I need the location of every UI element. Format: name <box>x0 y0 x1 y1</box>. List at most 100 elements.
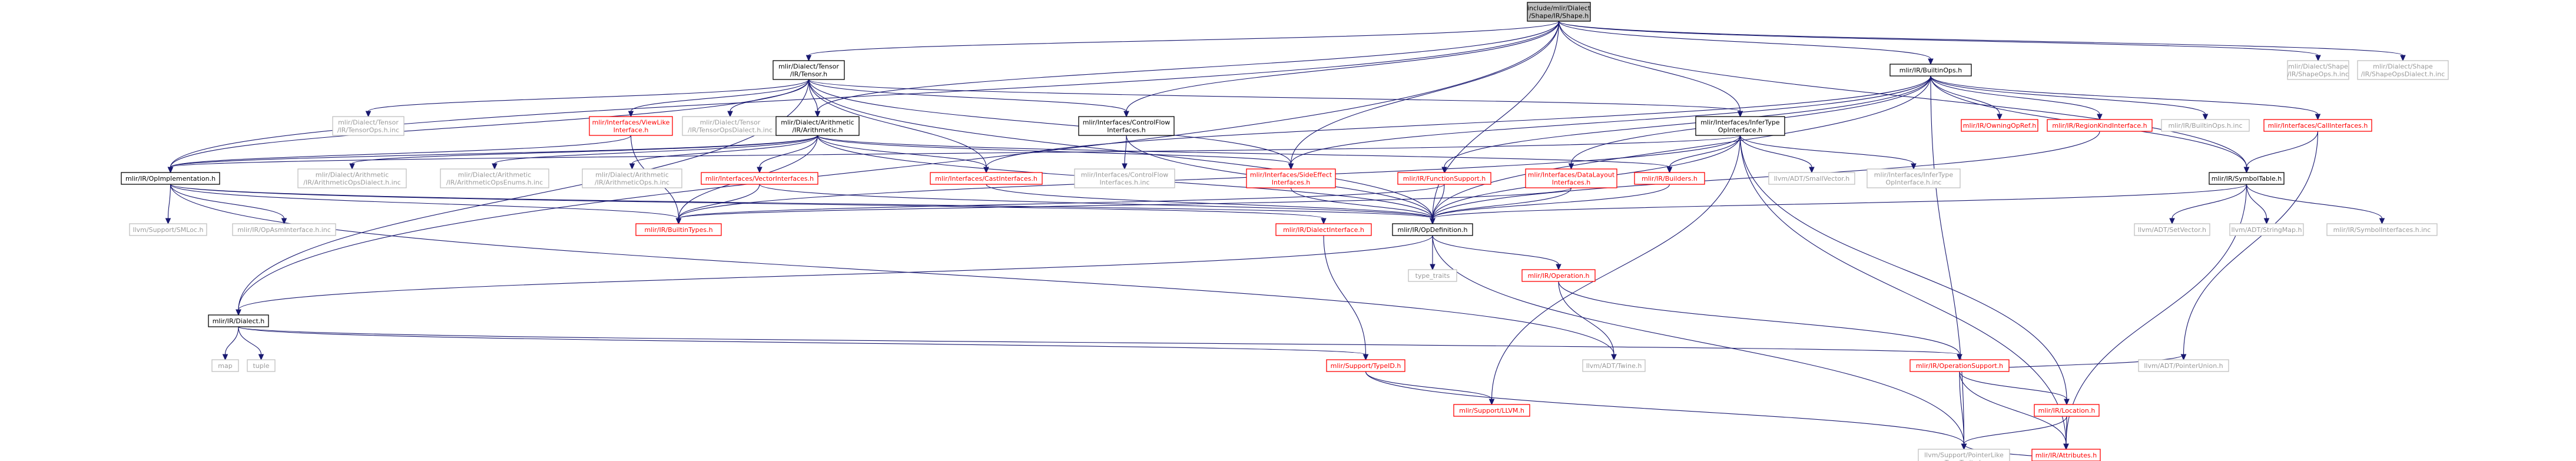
edge-line <box>2246 131 2319 168</box>
node-box <box>1866 168 1961 188</box>
node-attributes[interactable]: mlir/IR/Attributes.h <box>2031 449 2101 461</box>
edge-line <box>170 21 1560 168</box>
node-functionsupport[interactable]: mlir/IR/FunctionSupport.h <box>1397 172 1491 185</box>
edge-line <box>817 135 1670 168</box>
node-label: llvm/ADT/SmallVector.h <box>1774 175 1850 183</box>
node-box <box>930 172 1043 185</box>
node-label: mlir/Dialect/Arithmetic <box>316 171 389 179</box>
edge-line <box>238 326 1367 355</box>
node-tensor[interactable]: mlir/Dialect/Tensor/IR/Tensor.h <box>773 60 845 80</box>
node-tensorops_inc: mlir/Dialect/Tensor/IR/TensorOps.h.inc <box>332 116 405 136</box>
dependency-edges <box>165 21 2406 461</box>
node-label: mlir/IR/Operation.h <box>1528 272 1590 280</box>
edge-line <box>1365 371 1965 445</box>
node-box <box>1527 2 1591 22</box>
edge-shape-to-shapeopsdialect_inc <box>1558 21 2406 62</box>
edge-arrowhead <box>1997 114 2003 121</box>
node-llvm_h[interactable]: mlir/Support/LLVM.h <box>1453 404 1530 417</box>
node-opsupport[interactable]: mlir/IR/OperationSupport.h <box>1909 359 2010 372</box>
node-builtintypes[interactable]: mlir/IR/BuiltinTypes.h <box>635 223 722 236</box>
node-dialect[interactable]: mlir/IR/Dialect.h <box>208 314 269 327</box>
node-arith_ops_inc: mlir/Dialect/Arithmetic/IR/ArithmeticOps… <box>582 168 682 188</box>
edge-line <box>2246 184 2383 219</box>
node-label: mlir/Interfaces/ControlFlow <box>1081 171 1169 179</box>
edge-line <box>1739 135 1914 164</box>
edge-shape-to-dialect <box>236 21 1560 316</box>
node-opdefinition[interactable]: mlir/IR/OpDefinition.h <box>1392 223 1473 236</box>
edge-location-to-pointerlike <box>1961 416 2067 450</box>
edge-line <box>1558 21 2403 56</box>
edge-line <box>1444 75 1931 168</box>
node-owningopref[interactable]: mlir/IR/OwningOpRef.h <box>1961 119 2038 132</box>
edge-arrowhead <box>2063 443 2069 450</box>
node-box <box>589 116 673 136</box>
node-box <box>773 60 845 80</box>
node-box <box>2326 223 2438 236</box>
node-label: mlir/Interfaces/SideEffect <box>1250 171 1332 179</box>
edge-arrowhead <box>1488 399 1495 406</box>
node-label: mlir/IR/BuiltinOps.h <box>1899 67 1962 74</box>
node-builtinops[interactable]: mlir/IR/BuiltinOps.h <box>1889 64 1972 77</box>
node-label: mlir/Interfaces/InferType <box>1874 171 1954 179</box>
edge-builtinops-to-functionsupport <box>1441 75 1931 174</box>
edge-line <box>1365 371 1493 400</box>
node-box <box>129 223 207 236</box>
edge-line <box>170 184 285 219</box>
edge-line <box>986 75 1931 168</box>
node-opimpl[interactable]: mlir/IR/OpImplementation.h <box>121 172 220 185</box>
node-location[interactable]: mlir/IR/Location.h <box>2034 404 2100 417</box>
node-regionkind[interactable]: mlir/IR/RegionKindInterface.h <box>2047 119 2153 132</box>
node-arith_dialect_inc: mlir/Dialect/Arithmetic/IR/ArithmeticOps… <box>297 168 407 188</box>
node-label: mlir/Dialect/Tensor <box>778 63 839 71</box>
edge-arith-to-sideeffect <box>817 135 1294 170</box>
node-box <box>1582 359 1646 372</box>
node-label: Interfaces.h.inc <box>1099 179 1149 187</box>
edge-arrowhead <box>2263 218 2270 225</box>
node-smloc: llvm/Support/SMLoc.h <box>129 223 207 236</box>
node-symboltable[interactable]: mlir/IR/SymbolTable.h <box>2209 172 2285 185</box>
edge-line <box>1739 135 2067 445</box>
edge-arrowhead <box>236 309 241 316</box>
edge-line <box>678 184 1445 219</box>
node-label: mlir/Interfaces/InferType <box>1700 119 1780 127</box>
node-castinterfaces[interactable]: mlir/Interfaces/CastInterfaces.h <box>930 172 1043 185</box>
edge-line <box>2171 184 2247 219</box>
node-label: OpInterface.h <box>1718 127 1762 134</box>
node-vectorinterfaces[interactable]: mlir/Interfaces/VectorInterfaces.h <box>701 172 818 185</box>
edge-line <box>1432 184 1670 219</box>
node-label: map <box>218 362 232 370</box>
edge-line <box>1959 371 1965 445</box>
node-box <box>1768 172 1855 185</box>
node-box <box>1246 168 1336 188</box>
edge-arrowhead <box>258 354 264 361</box>
node-box <box>440 168 549 188</box>
edge-tensor-to-dialect <box>236 79 810 316</box>
edge-operation-to-opsupport <box>1558 281 1962 361</box>
node-dialectinterface[interactable]: mlir/IR/DialectInterface.h <box>1275 223 1372 236</box>
node-arith[interactable]: mlir/Dialect/Arithmetic/IR/Arithmetic.h <box>775 116 860 136</box>
node-label: mlir/IR/Attributes.h <box>2035 452 2097 459</box>
node-callinterfaces[interactable]: mlir/Interfaces/CallInterfaces.h <box>2263 119 2372 132</box>
node-operation[interactable]: mlir/IR/Operation.h <box>1521 269 1596 282</box>
node-label: OpInterface.h.inc <box>1886 179 1942 187</box>
node-box <box>1525 168 1617 188</box>
edge-line <box>1432 184 2247 219</box>
node-typeid[interactable]: mlir/Support/TypeID.h <box>1326 359 1405 372</box>
edge-line <box>1963 416 2067 445</box>
edge-line <box>1491 135 1741 400</box>
node-builders[interactable]: mlir/IR/Builders.h <box>1634 172 1705 185</box>
node-label: mlir/Interfaces/VectorInterfaces.h <box>705 175 814 183</box>
node-controlflow_inc: mlir/Interfaces/ControlFlowInterfaces.h.… <box>1074 168 1175 188</box>
edge-vectorinterfaces-to-builtintypes <box>675 184 760 225</box>
edge-line <box>1290 21 1560 164</box>
edge-opdefinition-to-dialect <box>236 235 1433 316</box>
edge-line <box>238 326 262 355</box>
edge-line <box>808 79 818 112</box>
edge-arrowhead <box>814 111 821 118</box>
